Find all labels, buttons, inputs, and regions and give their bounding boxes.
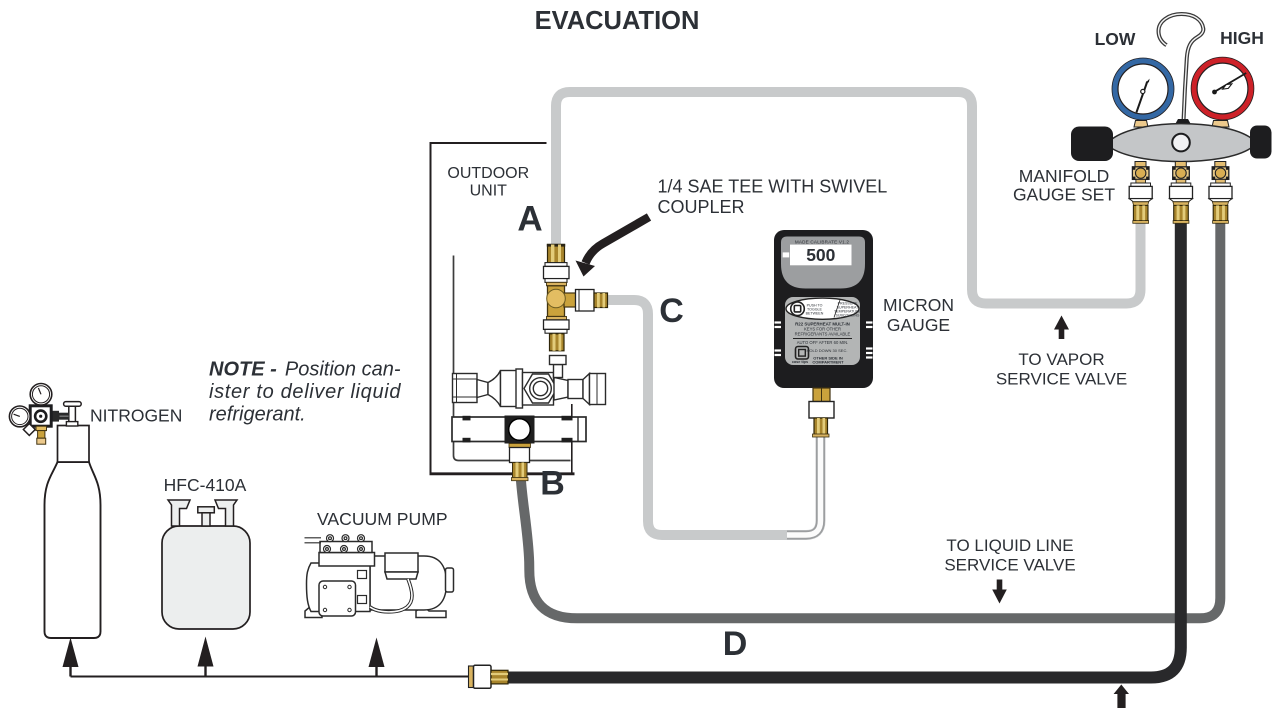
svg-text:GAUGE: GAUGE	[887, 315, 950, 335]
svg-text:Position can-: Position can-	[285, 359, 401, 381]
svg-text:AUTO OFF AFTER 60 MIN.: AUTO OFF AFTER 60 MIN.	[797, 340, 849, 345]
svg-text:COUPLER: COUPLER	[658, 197, 745, 217]
svg-text:SERVICE VALVE: SERVICE VALVE	[944, 556, 1075, 575]
svg-text:HOLD DOWN 30 SEC.: HOLD DOWN 30 SEC.	[807, 348, 848, 353]
svg-text:REFRIGERANTS AVAILABLE: REFRIGERANTS AVAILABLE	[795, 332, 851, 337]
svg-text:KEYS FOR OTHER: KEYS FOR OTHER	[804, 327, 841, 332]
svg-text:NITROGEN: NITROGEN	[90, 406, 182, 426]
svg-text:ister to deliver liquid: ister to deliver liquid	[209, 381, 401, 403]
svg-text:500: 500	[806, 245, 835, 265]
svg-text:case tips: case tips	[792, 360, 808, 364]
svg-text:MICRON: MICRON	[883, 295, 954, 315]
svg-text:TO LIQUID LINE: TO LIQUID LINE	[946, 536, 1073, 555]
svg-text:SUBCOOLING: SUBCOOLING	[836, 314, 860, 318]
svg-text:SERVICE VALVE: SERVICE VALVE	[996, 370, 1127, 389]
svg-text:PUSH TO: PUSH TO	[807, 304, 823, 308]
svg-text:UNIT: UNIT	[470, 183, 508, 200]
svg-text:TEMPERATURE: TEMPERATURE	[834, 310, 861, 314]
svg-text:C: C	[659, 292, 684, 330]
svg-text:OUTDOOR: OUTDOOR	[447, 165, 529, 182]
svg-text:TOGGLE: TOGGLE	[807, 308, 823, 312]
svg-text:NOTE -: NOTE -	[209, 359, 277, 381]
svg-text:D: D	[723, 625, 748, 663]
svg-text:R22 SUPERHEAT MULT-IN: R22 SUPERHEAT MULT-IN	[795, 322, 850, 327]
svg-text:TO VAPOR: TO VAPOR	[1018, 350, 1104, 369]
svg-text:LOW: LOW	[1095, 29, 1136, 49]
svg-text:A: A	[517, 200, 542, 239]
svg-text:PRESSURE: PRESSURE	[838, 302, 858, 306]
svg-text:OTHER SIDE IN: OTHER SIDE IN	[813, 356, 843, 361]
svg-text:EVACUATION: EVACUATION	[535, 7, 700, 35]
svg-text:HIGH: HIGH	[1220, 28, 1264, 48]
svg-text:MANIFOLD: MANIFOLD	[1019, 166, 1109, 186]
svg-text:HFC-410A: HFC-410A	[164, 475, 247, 495]
svg-text:1/4 SAE TEE WITH SWIVEL: 1/4 SAE TEE WITH SWIVEL	[658, 177, 888, 197]
svg-text:VACUUM PUMP: VACUUM PUMP	[317, 509, 448, 529]
svg-text:refrigerant.: refrigerant.	[209, 404, 306, 426]
svg-text:MADE CALIBRATE V1.2: MADE CALIBRATE V1.2	[795, 240, 850, 245]
svg-text:COMPARTMENT: COMPARTMENT	[812, 360, 844, 365]
svg-text:B: B	[540, 465, 565, 503]
svg-text:BETWEEN: BETWEEN	[806, 312, 824, 316]
svg-text:GAUGE SET: GAUGE SET	[1013, 185, 1115, 205]
svg-text:SUPERHEAT: SUPERHEAT	[837, 306, 860, 310]
